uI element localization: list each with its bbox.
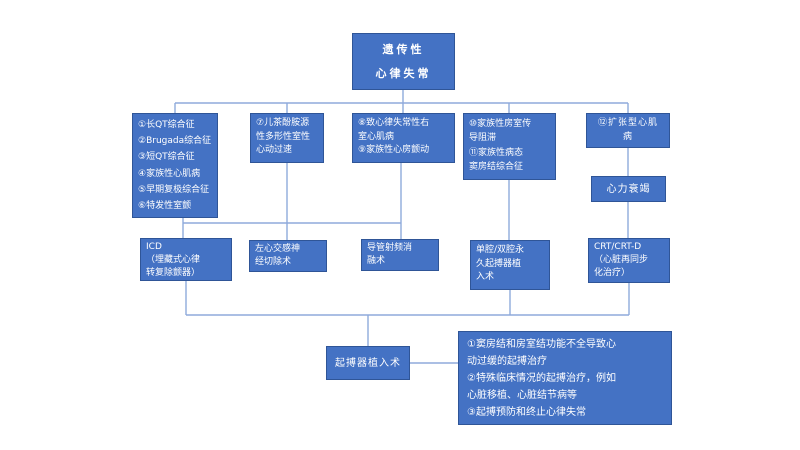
node-conditions-1-6: ①长QT综合征 ②Brugada综合征 ③短QT综合征 ④家族性心肌病 ⑤早期复… xyxy=(132,113,218,218)
node-arvc-afib: ⑧致心律失常性右 室心肌病 ⑨家族性心房颤动 xyxy=(352,113,455,163)
node-pacemaker-implantation: 起搏器植入术 xyxy=(326,346,410,380)
node-familial-av-block-sss: ⑩家族性房室传 导阻滞 ⑪家族性病态 窦房结综合征 xyxy=(463,113,556,180)
node-icd: ICD （埋藏式心律 转复除颤器） xyxy=(140,238,232,281)
node-crt: CRT/CRT-D （心脏再同步 化治疗） xyxy=(588,238,670,283)
node-heart-failure: 心力衰竭 xyxy=(591,176,666,202)
node-hereditary-arrhythmia: 遗传性 心律失常 xyxy=(352,33,455,90)
node-left-cardiac-sympathectomy: 左心交感神 经切除术 xyxy=(249,240,327,272)
node-cpvt: ⑦儿茶酚胺源 性多形性室性 心动过速 xyxy=(250,113,324,163)
node-permanent-pacemaker: 单腔/双腔永 久起搏器植 入术 xyxy=(470,240,550,290)
node-dilated-cardiomyopathy: ⑫扩张型心肌 病 xyxy=(586,113,670,148)
node-rf-catheter-ablation: 导管射频消 融术 xyxy=(361,239,439,271)
node-pacing-indications: ①窦房结和房室结功能不全导致心 动过缓的起搏治疗 ②特殊临床情况的起搏治疗，例如… xyxy=(458,331,672,425)
